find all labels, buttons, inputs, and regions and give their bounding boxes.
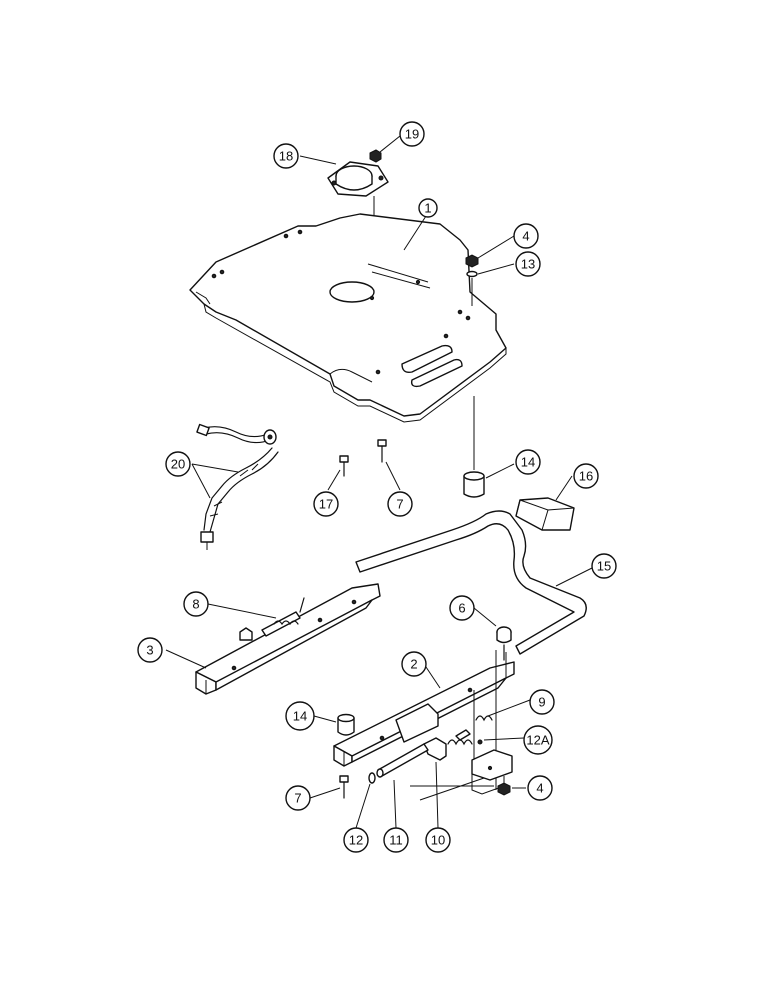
callout-9: 9 xyxy=(529,689,555,715)
bolt-part-17 xyxy=(339,455,349,477)
callout-3: 3 xyxy=(137,637,163,663)
nut-part-19 xyxy=(369,149,382,163)
svg-text:14: 14 xyxy=(293,709,307,724)
svg-text:16: 16 xyxy=(579,469,593,484)
callout-6: 6 xyxy=(449,595,475,621)
wiring-harness xyxy=(196,423,279,550)
svg-text:4: 4 xyxy=(522,229,529,244)
left-seat-rail xyxy=(195,583,381,695)
svg-text:7: 7 xyxy=(396,497,403,512)
svg-text:2: 2 xyxy=(410,657,417,672)
svg-text:9: 9 xyxy=(538,695,545,710)
latch-bracket xyxy=(423,729,473,761)
callout-8: 8 xyxy=(183,591,209,617)
bolt-part-7-upper xyxy=(377,439,387,463)
callout-14-upper: 14 xyxy=(515,449,541,475)
alignment-lines xyxy=(410,777,494,801)
svg-text:13: 13 xyxy=(521,257,535,272)
callout-10: 10 xyxy=(425,827,451,853)
callout-4-lower: 4 xyxy=(527,775,553,801)
latch-rod xyxy=(355,510,587,655)
callout-12: 12 xyxy=(343,827,369,853)
washer-part-12 xyxy=(368,772,376,784)
callout-20: 20 xyxy=(165,451,191,477)
callout-1: 1 xyxy=(418,198,438,218)
svg-text:10: 10 xyxy=(431,833,445,848)
leader-lines xyxy=(165,135,593,829)
seat-mounting-plate xyxy=(189,213,507,423)
svg-text:14: 14 xyxy=(521,455,535,470)
svg-text:8: 8 xyxy=(192,597,199,612)
svg-text:7: 7 xyxy=(294,791,301,806)
seat-switch-part xyxy=(327,161,389,296)
nut-washer-stack xyxy=(465,254,479,306)
svg-text:17: 17 xyxy=(319,497,333,512)
pin-part-11 xyxy=(376,743,429,778)
knob-part-6 xyxy=(496,626,512,661)
callout-18: 18 xyxy=(273,143,299,169)
svg-text:1: 1 xyxy=(424,201,431,216)
callout-7-upper: 7 xyxy=(387,491,413,517)
callout-15: 15 xyxy=(591,553,617,579)
svg-text:12: 12 xyxy=(349,833,363,848)
spacer-part-lower xyxy=(337,713,355,736)
spacer-part-upper xyxy=(463,396,485,498)
callout-14-lower: 14 xyxy=(285,701,315,731)
svg-text:6: 6 xyxy=(458,601,465,616)
spring-part-9 xyxy=(475,715,493,745)
svg-text:3: 3 xyxy=(146,643,153,658)
nut-part-4-lower xyxy=(497,782,511,796)
svg-text:12A: 12A xyxy=(526,733,549,748)
callout-7-lower: 7 xyxy=(285,785,311,811)
right-seat-rail xyxy=(333,650,515,790)
handle-grip xyxy=(515,497,575,531)
callout-19: 19 xyxy=(399,121,425,147)
callout-2: 2 xyxy=(401,651,427,677)
svg-text:15: 15 xyxy=(597,559,611,574)
lower-bracket xyxy=(471,749,513,795)
callout-11: 11 xyxy=(383,827,409,853)
callout-16: 16 xyxy=(573,463,599,489)
callout-12a: 12A xyxy=(523,725,553,755)
bolt-part-7-lower xyxy=(339,775,349,799)
svg-text:11: 11 xyxy=(389,833,403,848)
svg-text:20: 20 xyxy=(171,457,185,472)
svg-text:19: 19 xyxy=(405,127,419,142)
callout-4-upper: 4 xyxy=(513,223,539,249)
callout-13: 13 xyxy=(515,251,541,277)
callout-17: 17 xyxy=(313,491,339,517)
svg-text:18: 18 xyxy=(279,149,293,164)
svg-text:4: 4 xyxy=(536,781,543,796)
